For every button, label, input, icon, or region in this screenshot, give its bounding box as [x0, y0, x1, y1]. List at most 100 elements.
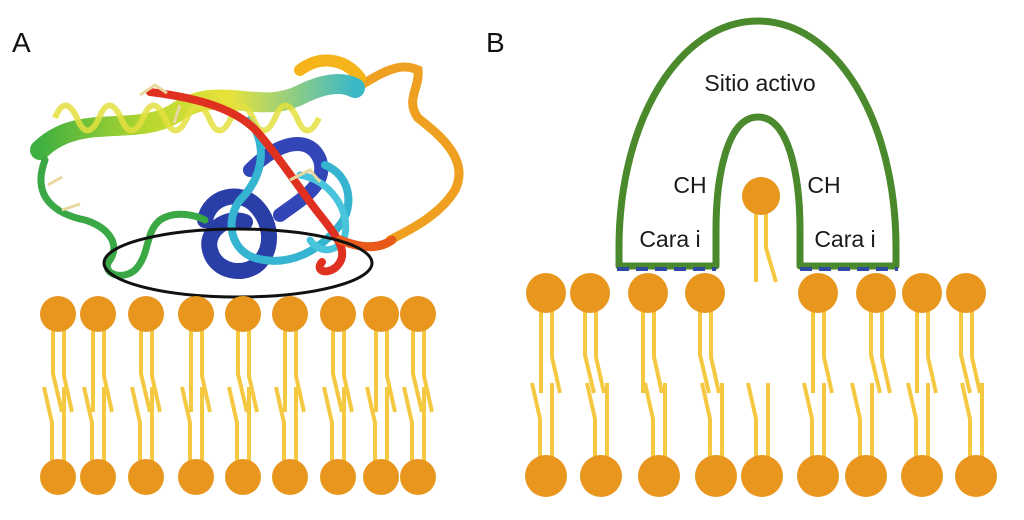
membrane-a-bottom-lipid-tail-1	[42, 386, 54, 461]
membrane-b-top-lipid	[798, 273, 838, 394]
membrane-a-top-lipid-tail-1	[51, 330, 64, 413]
membrane-a-bottom-lipid-tail-1	[365, 386, 377, 461]
membrane-a-top-lipid-tail-2	[385, 330, 397, 413]
membrane-b-bottom-lipid-head	[580, 455, 622, 497]
membrane-b-top-lipid-tail-1	[583, 311, 596, 394]
membrane-b-bottom-lipid-head	[797, 455, 839, 497]
panel-a: A	[12, 27, 464, 495]
membrane-a-top-lipid-tail-1	[331, 330, 344, 413]
panel-a-label: A	[12, 27, 31, 58]
membrane-b-top-lipid-head	[798, 273, 838, 313]
membrane-a-bottom-lipid-head	[320, 459, 356, 495]
membrane-a-bottom-lipid-head	[225, 459, 261, 495]
membrane-b-top-lipid-tail-2	[822, 311, 834, 394]
membrane-a-bottom-lipid-head	[272, 459, 308, 495]
membrane-a-top-lipid-tail-1	[411, 330, 424, 413]
membrane-b-top-lipid-tail-2	[652, 311, 664, 394]
membrane-a-bottom-lipid-head	[363, 459, 399, 495]
membrane-a-bottom-lipid	[40, 386, 76, 495]
membrane-a-top-lipid	[128, 296, 164, 413]
membrane-b-top-lipid	[628, 273, 668, 394]
membrane-b-top-lipid	[570, 273, 610, 394]
substrate-head	[742, 177, 780, 215]
membrane-a-bottom-lipid-head	[80, 459, 116, 495]
membrane-a-bottom-lipid-head	[178, 459, 214, 495]
membrane-b-top-lipid-head	[526, 273, 566, 313]
cyan-loop-b	[296, 171, 350, 253]
panel-b: B Sitio activo CH CH Cara i Cara i	[486, 17, 997, 497]
membrane-b-bottom-lipid-head	[638, 455, 680, 497]
membrane-b-bottom-lipid	[525, 382, 567, 497]
membrane-b-top-lipid-head	[856, 273, 896, 313]
membrane-b-top-lipid-tail-2	[880, 311, 892, 394]
membrane-a-bottom-lipid	[320, 386, 356, 495]
membrane-a-top-lipid-tail-2	[294, 330, 306, 413]
green-loop	[37, 156, 209, 279]
membrane-a-top-lipid	[400, 296, 436, 413]
membrane-b-bottom-lipid-tail-1	[700, 382, 712, 457]
membrane-b-bottom-lipid-head	[845, 455, 887, 497]
membrane-b-bottom-lipid-head	[955, 455, 997, 497]
membrane-b-bottom-lipid-tail-1	[643, 382, 655, 457]
membrane-b-bottom-lipid-tail-1	[585, 382, 597, 457]
membrane-a-bottom-lipid-tail-1	[402, 386, 414, 461]
membrane-b-bottom-lipid-head	[741, 455, 783, 497]
membrane-a-bottom-lipid	[225, 386, 261, 495]
membrane-b-bottom-lipid-tail-1	[960, 382, 972, 457]
substrate-tail-right	[764, 212, 778, 283]
membrane-b-bottom-lipid	[845, 382, 887, 497]
right-ch-label: CH	[807, 172, 840, 198]
membrane-a-top-lipid-head	[363, 296, 399, 332]
membrane-b-bottom-lipid-head	[695, 455, 737, 497]
membrane-b-bottom-lipid	[955, 382, 997, 497]
orange-loop	[345, 62, 464, 245]
membrane-a-top-lipid-tail-2	[342, 330, 354, 413]
membrane-a-top-lipid-tail-2	[422, 330, 434, 413]
substrate-lipid	[742, 177, 780, 283]
membrane-b-top-lipid	[946, 273, 986, 394]
membrane-b-bottom-lipid-tail-1	[802, 382, 814, 457]
main-helix-coils	[52, 102, 322, 134]
membrane-b-top-lipid-tail-2	[594, 311, 606, 394]
left-ch-label: CH	[673, 172, 706, 198]
active-site-label: Sitio activo	[704, 70, 815, 96]
membrane-a-bottom-lipid-tail-1	[130, 386, 142, 461]
membrane-b-top-lipid	[685, 273, 725, 394]
membrane-a-bottom-lipid	[178, 386, 214, 495]
membrane-a-top-lipid	[225, 296, 261, 413]
membrane-a-bottom-lipid	[400, 386, 436, 495]
membrane-b-bottom-lipid-tail-1	[530, 382, 542, 457]
membrane-b-bottom-lipid-head	[901, 455, 943, 497]
membrane-b-bottom-lipid	[741, 382, 783, 497]
membrane-a-top-lipid-tail-2	[62, 330, 74, 413]
membrane-a-top-lipid-tail-2	[247, 330, 259, 413]
membrane-a-bottom-lipid-tail-1	[82, 386, 94, 461]
membrane-b-top-lipid-tail-2	[970, 311, 982, 394]
right-face-label: Cara i	[814, 226, 875, 252]
membrane-b-top-lipid-head	[570, 273, 610, 313]
membrane-b-top-lipid-tail-2	[926, 311, 938, 394]
membrane-a-bottom-lipid	[80, 386, 116, 495]
membrane-b-bottom-lipid-head	[525, 455, 567, 497]
membrane-a-top-lipid-head	[40, 296, 76, 332]
membrane-a-top-lipid	[272, 296, 308, 413]
membrane-b-bottom-lipid	[901, 382, 943, 497]
membrane-a-top-lipid	[178, 296, 214, 413]
membrane-a-bottom-lipid-tail-1	[274, 386, 286, 461]
membrane-a-top-lipid-head	[320, 296, 356, 332]
membrane-a-bottom-lipid	[272, 386, 308, 495]
membrane-b-top-lipid-tail-1	[959, 311, 972, 394]
membrane-a-top-lipid	[320, 296, 356, 413]
membrane-a-top-lipid-tail-2	[150, 330, 162, 413]
orange-loop-upper	[294, 54, 366, 84]
membrane-b-bottom-lipid-tail-1	[906, 382, 918, 457]
membrane-b-top-lipid	[856, 273, 896, 394]
membrane-a-top-lipid	[80, 296, 116, 413]
panel-b-label: B	[486, 27, 505, 58]
membrane-b-bottom-lipid	[695, 382, 737, 497]
membrane-bilayer-b	[525, 273, 997, 497]
membrane-a-bottom-lipid-tail-1	[227, 386, 239, 461]
membrane-b-top-lipid-tail-2	[709, 311, 721, 394]
membrane-b-top-lipid-head	[902, 273, 942, 313]
